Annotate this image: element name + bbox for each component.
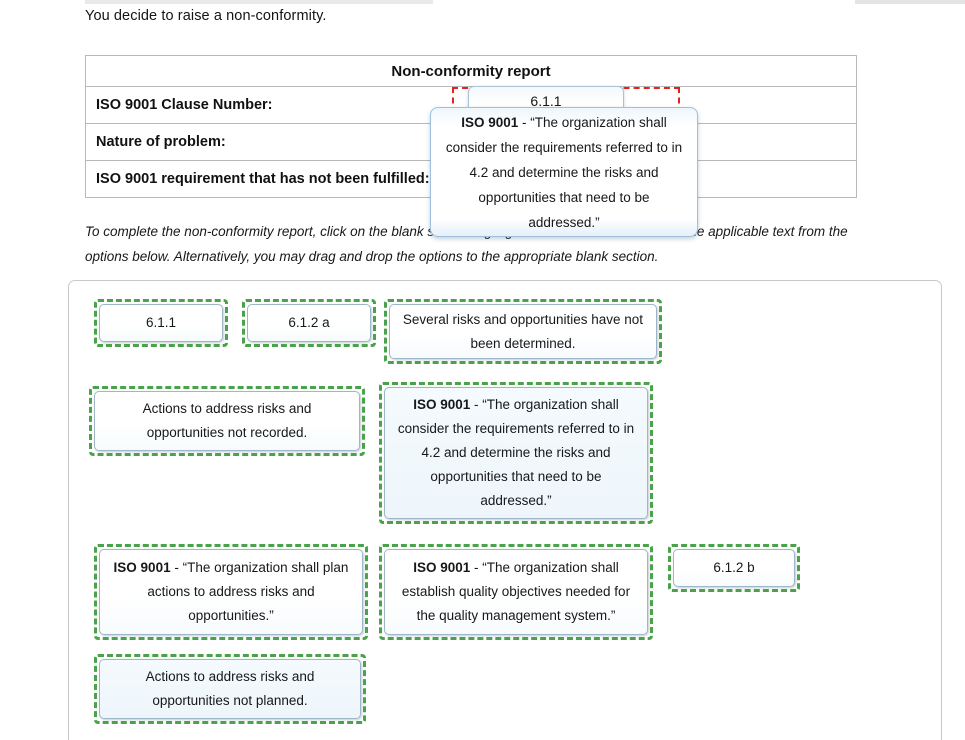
option-6-1-2-b[interactable]: 6.1.2 b bbox=[668, 544, 800, 592]
option-label: Actions to address risks and opportuniti… bbox=[145, 669, 315, 708]
option-actions-not-recorded[interactable]: Actions to address risks and opportuniti… bbox=[89, 386, 365, 456]
table-header-row: Non-conformity report bbox=[85, 55, 857, 87]
top-chrome-strip-right bbox=[855, 0, 965, 4]
dragged-card-strong: ISO 9001 bbox=[461, 114, 519, 130]
dragged-option-card[interactable]: ISO 9001 - “The organization shall consi… bbox=[430, 107, 698, 237]
option-label: 6.1.1 bbox=[145, 315, 177, 330]
option-label: - “The organization shall consider the r… bbox=[397, 397, 635, 508]
report-title: Non-conformity report bbox=[85, 55, 857, 87]
option-label: - “The organization shall establish qual… bbox=[401, 560, 631, 623]
option-6-1-1[interactable]: 6.1.1 bbox=[94, 299, 228, 347]
dragged-card-text: - “The organization shall consider the r… bbox=[445, 114, 683, 230]
option-label: 6.1.2 a bbox=[288, 315, 330, 330]
option-risks-not-determined[interactable]: Several risks and opportunities have not… bbox=[384, 299, 662, 364]
option-label: Several risks and opportunities have not… bbox=[402, 311, 644, 351]
option-strong: ISO 9001 bbox=[413, 397, 471, 412]
option-actions-not-planned[interactable]: Actions to address risks and opportuniti… bbox=[94, 654, 366, 724]
option-label: - “The organization shall plan actions t… bbox=[147, 560, 349, 623]
intro-text: You decide to raise a non-conformity. bbox=[85, 8, 327, 24]
option-label: 6.1.2 b bbox=[713, 560, 755, 575]
option-strong: ISO 9001 bbox=[113, 560, 171, 575]
option-iso-establish-objectives[interactable]: ISO 9001 - “The organization shall estab… bbox=[379, 544, 653, 640]
option-6-1-2-a[interactable]: 6.1.2 a bbox=[242, 299, 376, 347]
option-strong: ISO 9001 bbox=[413, 560, 471, 575]
options-panel: 6.1.1 6.1.2 a Several risks and opportun… bbox=[68, 280, 942, 740]
option-iso-plan-actions[interactable]: ISO 9001 - “The organization shall plan … bbox=[94, 544, 368, 640]
top-chrome-strip-left bbox=[85, 0, 433, 4]
option-iso-consider-requirements[interactable]: ISO 9001 - “The organization shall consi… bbox=[379, 382, 653, 524]
option-label: Actions to address risks and opportuniti… bbox=[142, 401, 312, 440]
